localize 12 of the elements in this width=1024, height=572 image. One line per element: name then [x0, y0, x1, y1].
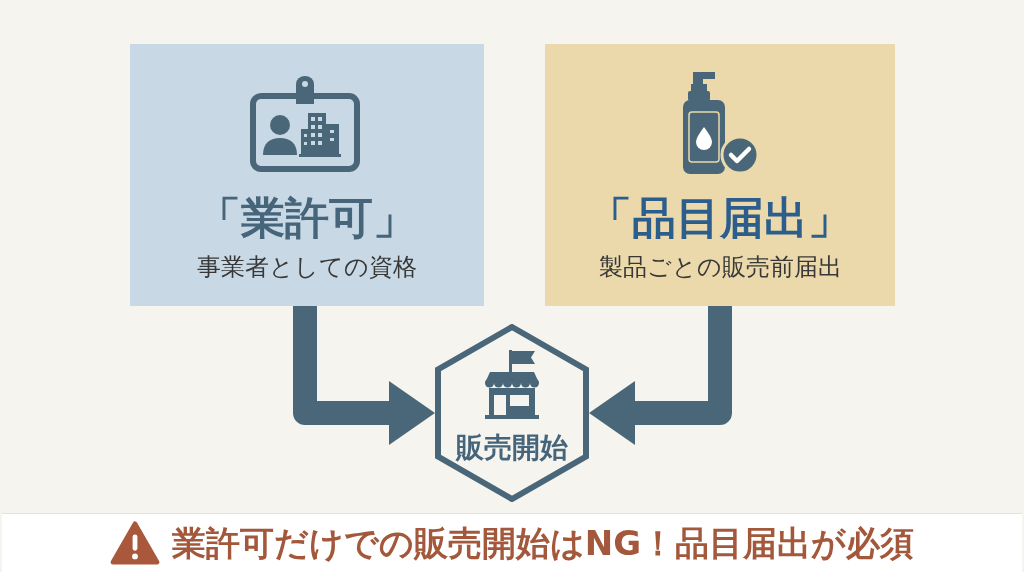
warning-banner — [2, 513, 1022, 572]
hexagon-node — [435, 324, 589, 502]
arrow — [589, 306, 732, 445]
heading: 「品目届出」 — [588, 191, 852, 245]
info-panel — [545, 44, 895, 306]
subtitle: 製品ごとの販売前届出 — [598, 252, 842, 282]
warning-text: 業許可だけでの販売開始はNG！品目届出が必須 — [171, 521, 915, 565]
heading: 「業許可」 — [197, 191, 417, 245]
info-panel — [130, 44, 484, 306]
node-label: 販売開始 — [456, 430, 568, 465]
subtitle: 事業者としての資格 — [197, 252, 417, 282]
arrow — [293, 306, 435, 445]
